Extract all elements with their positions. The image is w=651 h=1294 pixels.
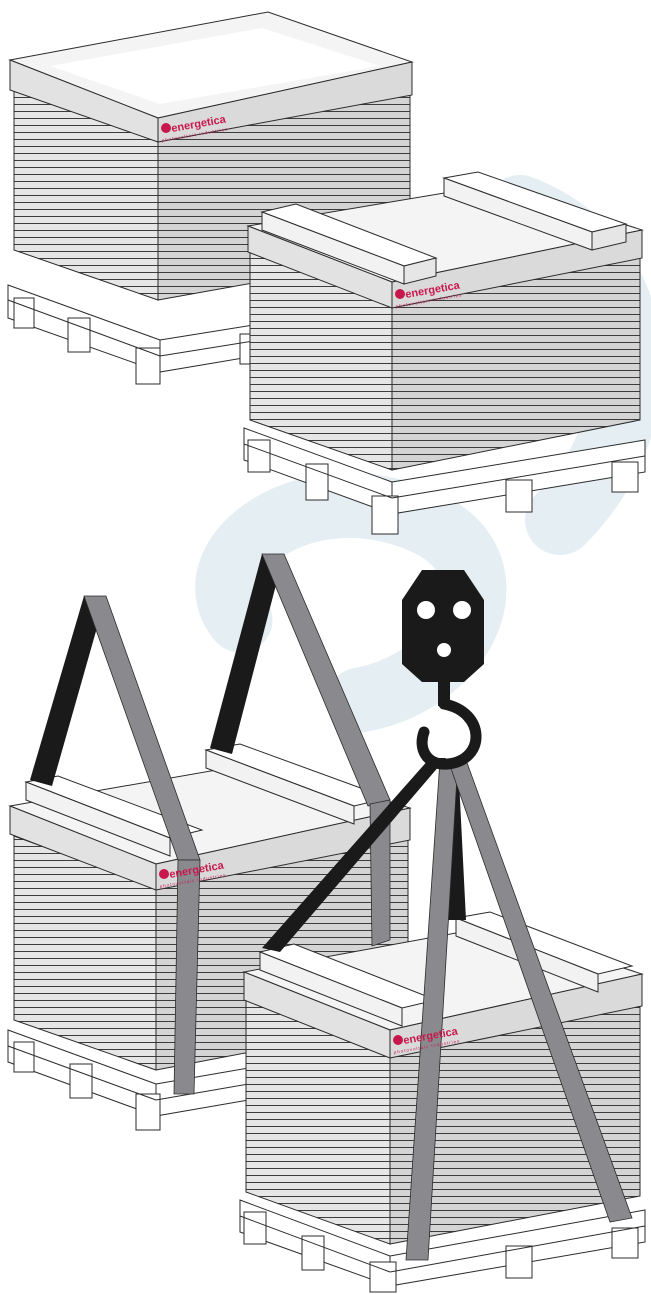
brand-logo-dot — [393, 1035, 403, 1045]
brand-logo-dot — [161, 123, 171, 133]
brand-logo-dot — [159, 869, 169, 879]
pallet-stack-2: energetica photovoltaic industries — [244, 172, 645, 534]
crane-hook-icon — [402, 570, 484, 764]
hook-block — [402, 570, 484, 682]
brand-logo-dot — [395, 289, 405, 299]
hook-curve — [422, 704, 476, 764]
